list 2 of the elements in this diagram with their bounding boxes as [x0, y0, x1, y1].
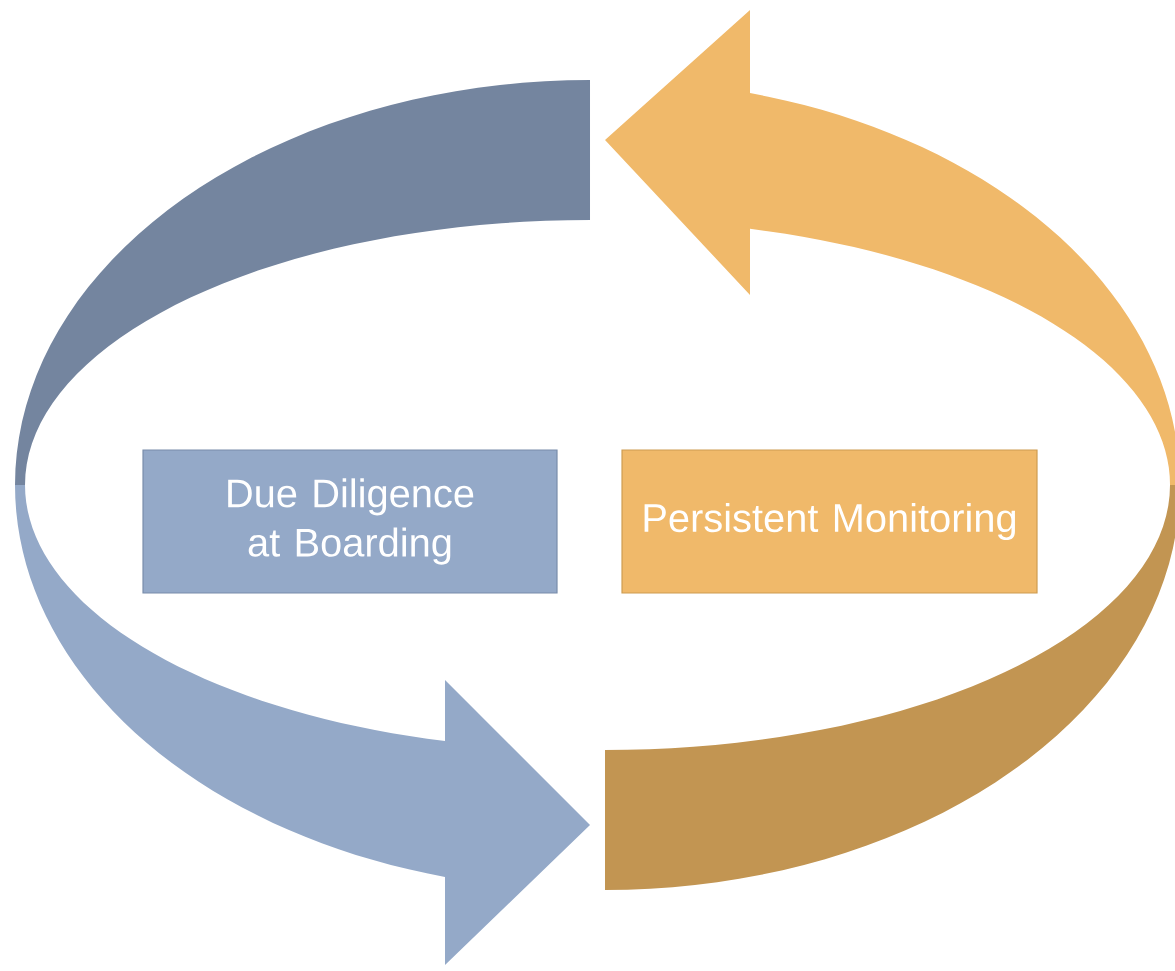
- process-box: Due Diligence at Boarding: [142, 449, 558, 594]
- process-box: Persistent Monitoring: [621, 449, 1038, 594]
